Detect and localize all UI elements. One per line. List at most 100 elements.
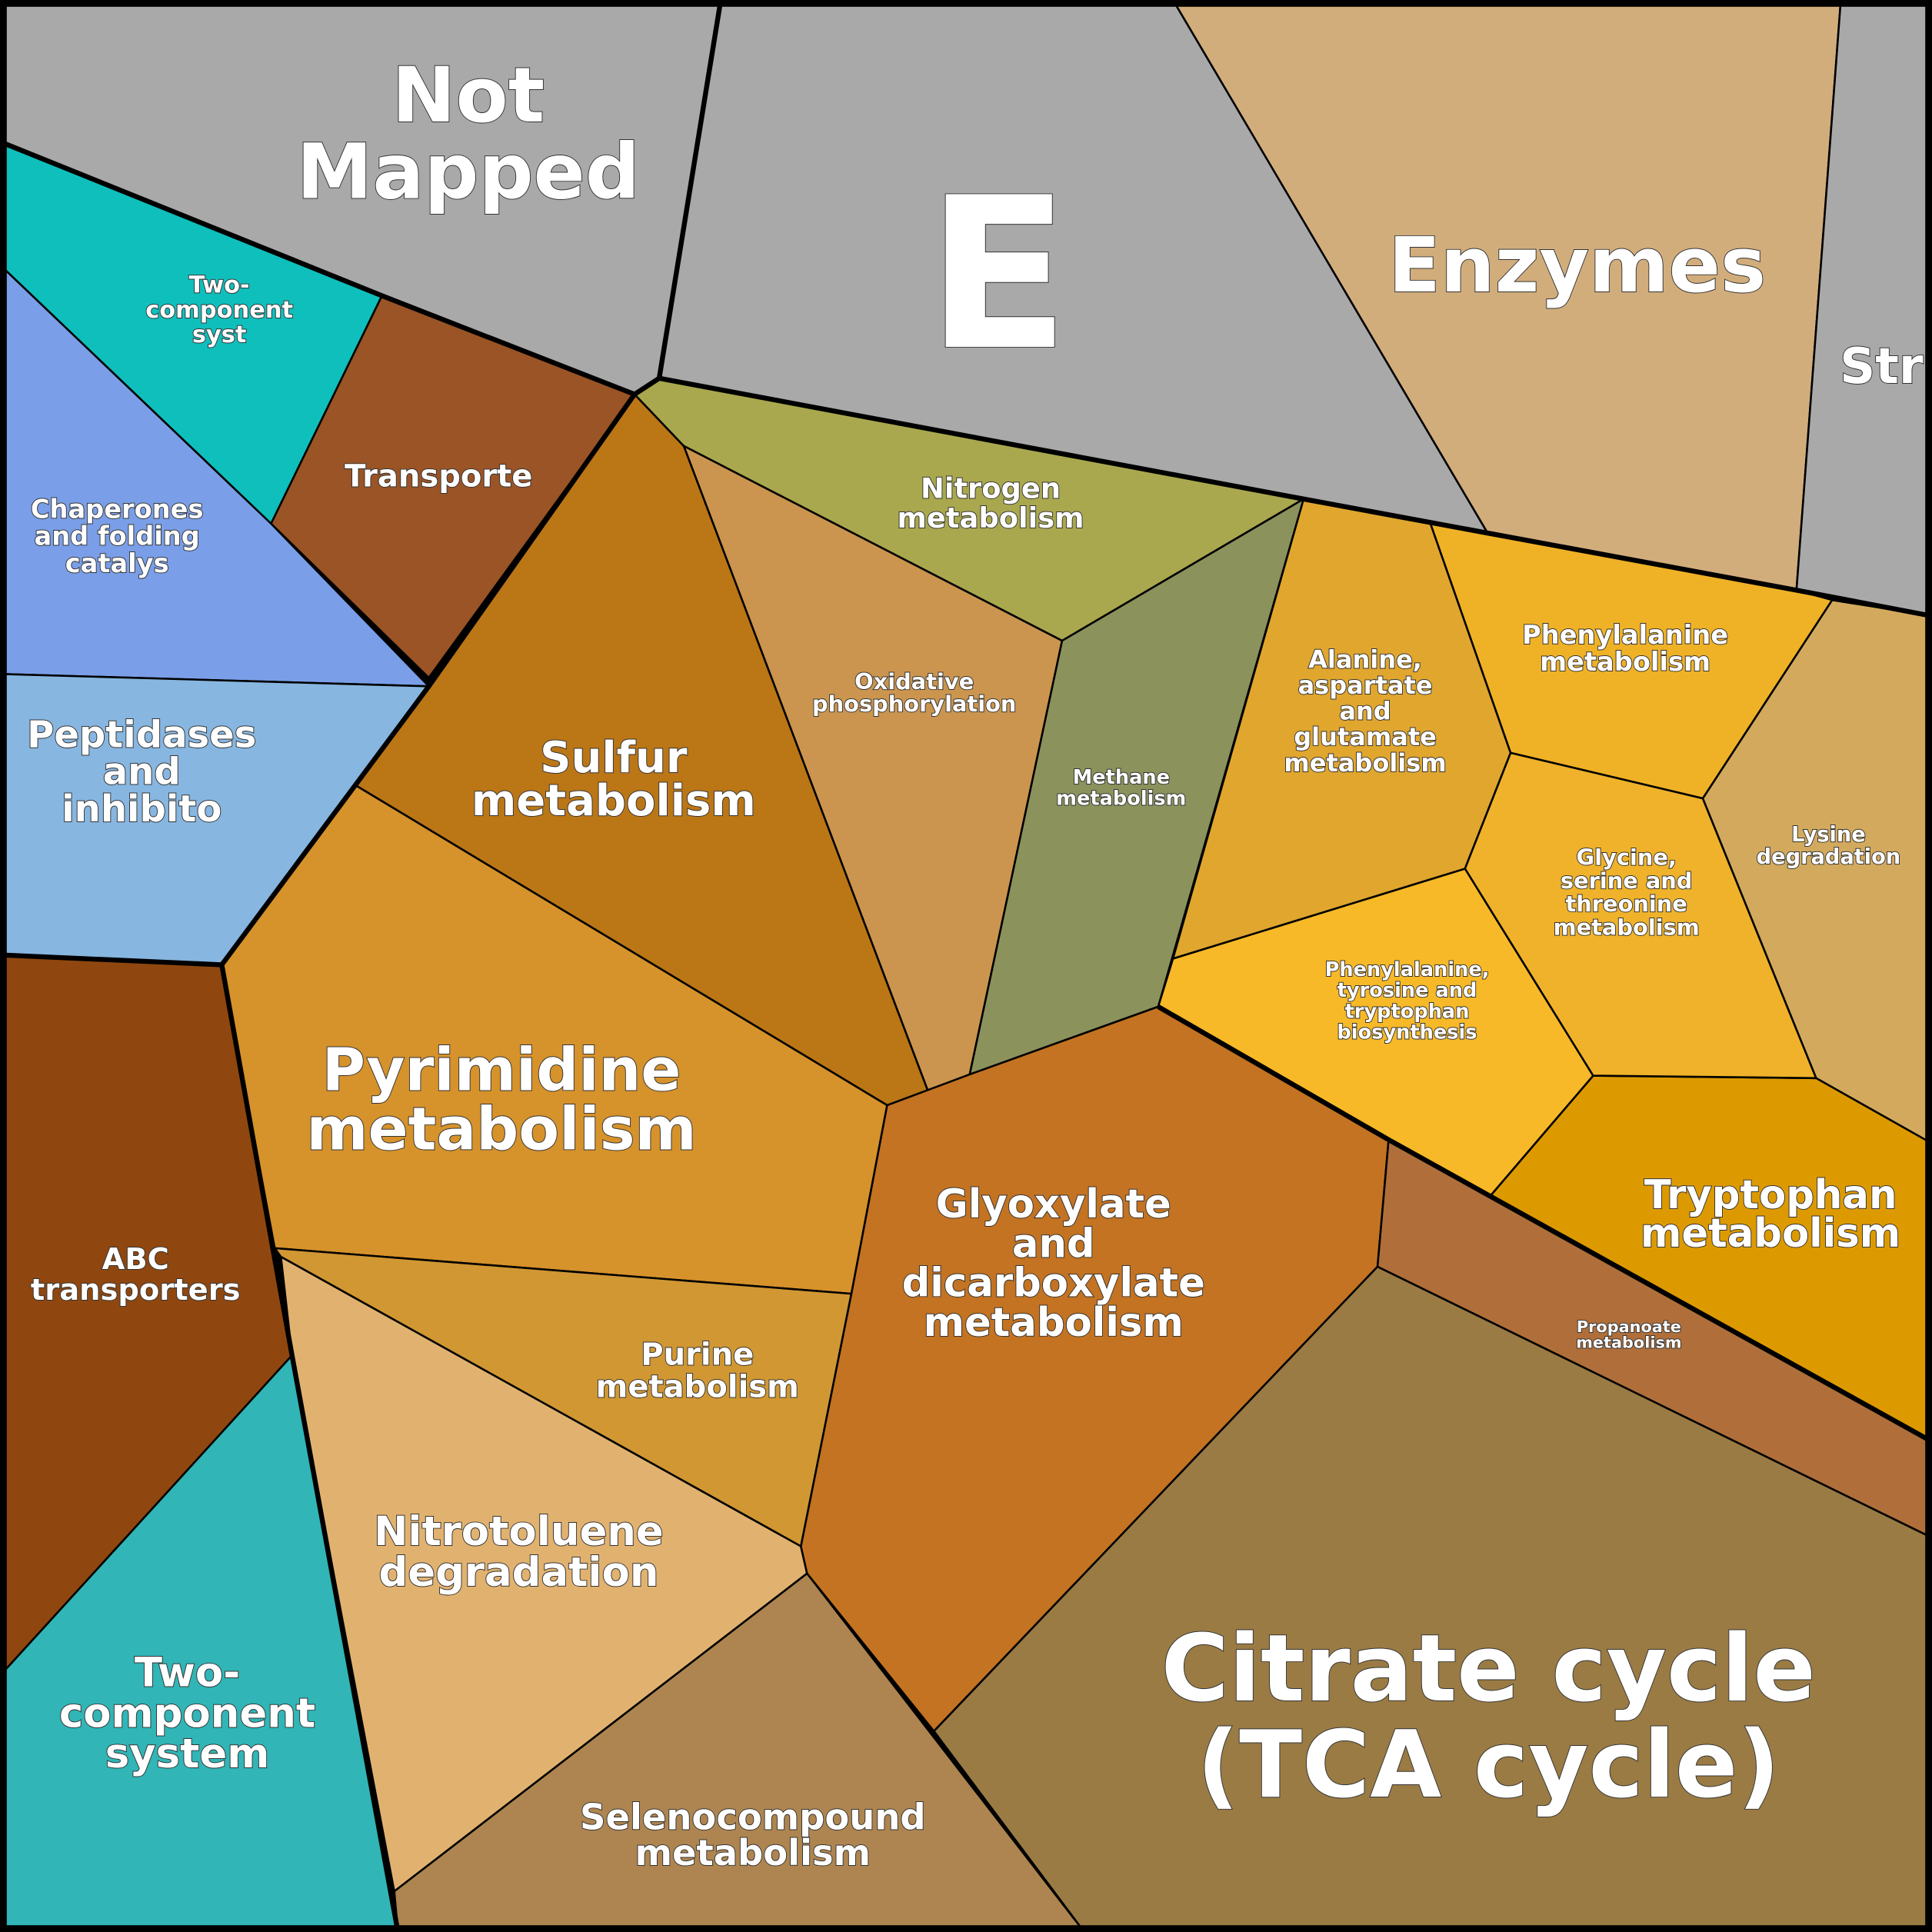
- cell-selenocompound[interactable]: [393, 1572, 1086, 1932]
- label-line: degradation: [378, 1549, 658, 1596]
- label-line: metabolism: [1641, 1211, 1900, 1257]
- label-line: transporters: [31, 1273, 241, 1307]
- label-line: glutamate: [1294, 722, 1437, 751]
- label-line: metabolism: [1576, 1334, 1681, 1352]
- label-line: Propanoate: [1577, 1317, 1681, 1336]
- label-line: Two-: [135, 1649, 240, 1696]
- label-line: Str: [1840, 338, 1924, 395]
- label-line: tyrosine and: [1337, 979, 1477, 1002]
- label-str: Str: [1840, 338, 1924, 395]
- label-line: Lysine: [1791, 823, 1866, 847]
- label-line: and: [1339, 697, 1391, 726]
- label-line: metabolism: [596, 1369, 799, 1404]
- label-line: biosynthesis: [1337, 1021, 1477, 1044]
- label-line: Not: [391, 52, 545, 140]
- label-line: inhibito: [62, 788, 222, 831]
- label-line: Mapped: [297, 128, 640, 216]
- label-enzymes: Enzymes: [1388, 222, 1766, 310]
- label-line: system: [105, 1730, 270, 1777]
- label-e: E: [927, 153, 1070, 397]
- label-line: aspartate: [1298, 671, 1433, 700]
- label-line: Pyrimidine: [322, 1036, 681, 1104]
- label-line: component: [59, 1690, 315, 1737]
- label-line: dicarboxylate: [902, 1261, 1205, 1307]
- label-line: Peptidases: [27, 714, 256, 757]
- label-line: Methane: [1073, 766, 1170, 789]
- label-line: Glycine,: [1577, 844, 1677, 870]
- label-line: Phenylalanine: [1522, 620, 1728, 650]
- group-border: [1157, 1004, 1932, 1444]
- label-line: Tryptophan: [1644, 1172, 1897, 1218]
- label-line: metabolism: [306, 1095, 696, 1164]
- label-line: metabolism: [1284, 748, 1446, 778]
- label-line: E: [927, 153, 1070, 397]
- group-border: [219, 964, 401, 1932]
- label-line: Alanine,: [1308, 645, 1422, 674]
- label-line: metabolism: [1540, 647, 1710, 677]
- label-line: metabolism: [924, 1300, 1184, 1346]
- label-line: Enzymes: [1388, 222, 1766, 310]
- label-line: Two-: [189, 272, 250, 299]
- label-line: metabolism: [1056, 787, 1186, 810]
- label-line: Oxidative: [854, 668, 974, 695]
- label-line: and: [103, 751, 181, 794]
- label-line: syst: [192, 321, 247, 348]
- label-line: catalys: [65, 548, 169, 578]
- label-line: ABC: [102, 1242, 169, 1277]
- label-line: serine and: [1561, 868, 1693, 894]
- label-line: Nitrogen: [921, 471, 1061, 505]
- label-line: Nitrotoluene: [374, 1508, 664, 1555]
- label-line: Glyoxylate: [936, 1181, 1171, 1227]
- label-line: threonine: [1566, 891, 1687, 917]
- cell-two-component-system[interactable]: [0, 1353, 399, 1932]
- label-line: Sulfur: [540, 733, 688, 783]
- label-line: Selenocompound: [580, 1796, 926, 1837]
- label-line: (TCA cycle): [1197, 1711, 1780, 1819]
- cell-str[interactable]: [1795, 0, 1932, 618]
- group-border: [0, 392, 637, 968]
- label-line: Phenylalanine,: [1325, 958, 1490, 981]
- label-citrate: Citrate cycle(TCA cycle): [1161, 1615, 1816, 1819]
- label-line: and: [1012, 1221, 1095, 1267]
- label-line: and folding: [35, 521, 200, 551]
- label-transporte: Transporte: [345, 458, 532, 494]
- label-line: Citrate cycle: [1161, 1615, 1816, 1723]
- label-line: Transporte: [345, 458, 532, 494]
- label-line: degradation: [1757, 845, 1901, 869]
- label-line: component: [145, 297, 293, 324]
- label-line: metabolism: [898, 501, 1084, 535]
- label-line: Chaperones: [31, 494, 204, 524]
- group-border: [656, 0, 724, 379]
- label-line: metabolism: [471, 776, 756, 826]
- label-line: phosphorylation: [812, 691, 1016, 717]
- label-line: metabolism: [1554, 914, 1700, 941]
- label-line: tryptophan: [1345, 1000, 1470, 1023]
- cell-glycine[interactable]: [1464, 751, 1818, 1080]
- label-line: Purine: [641, 1337, 754, 1373]
